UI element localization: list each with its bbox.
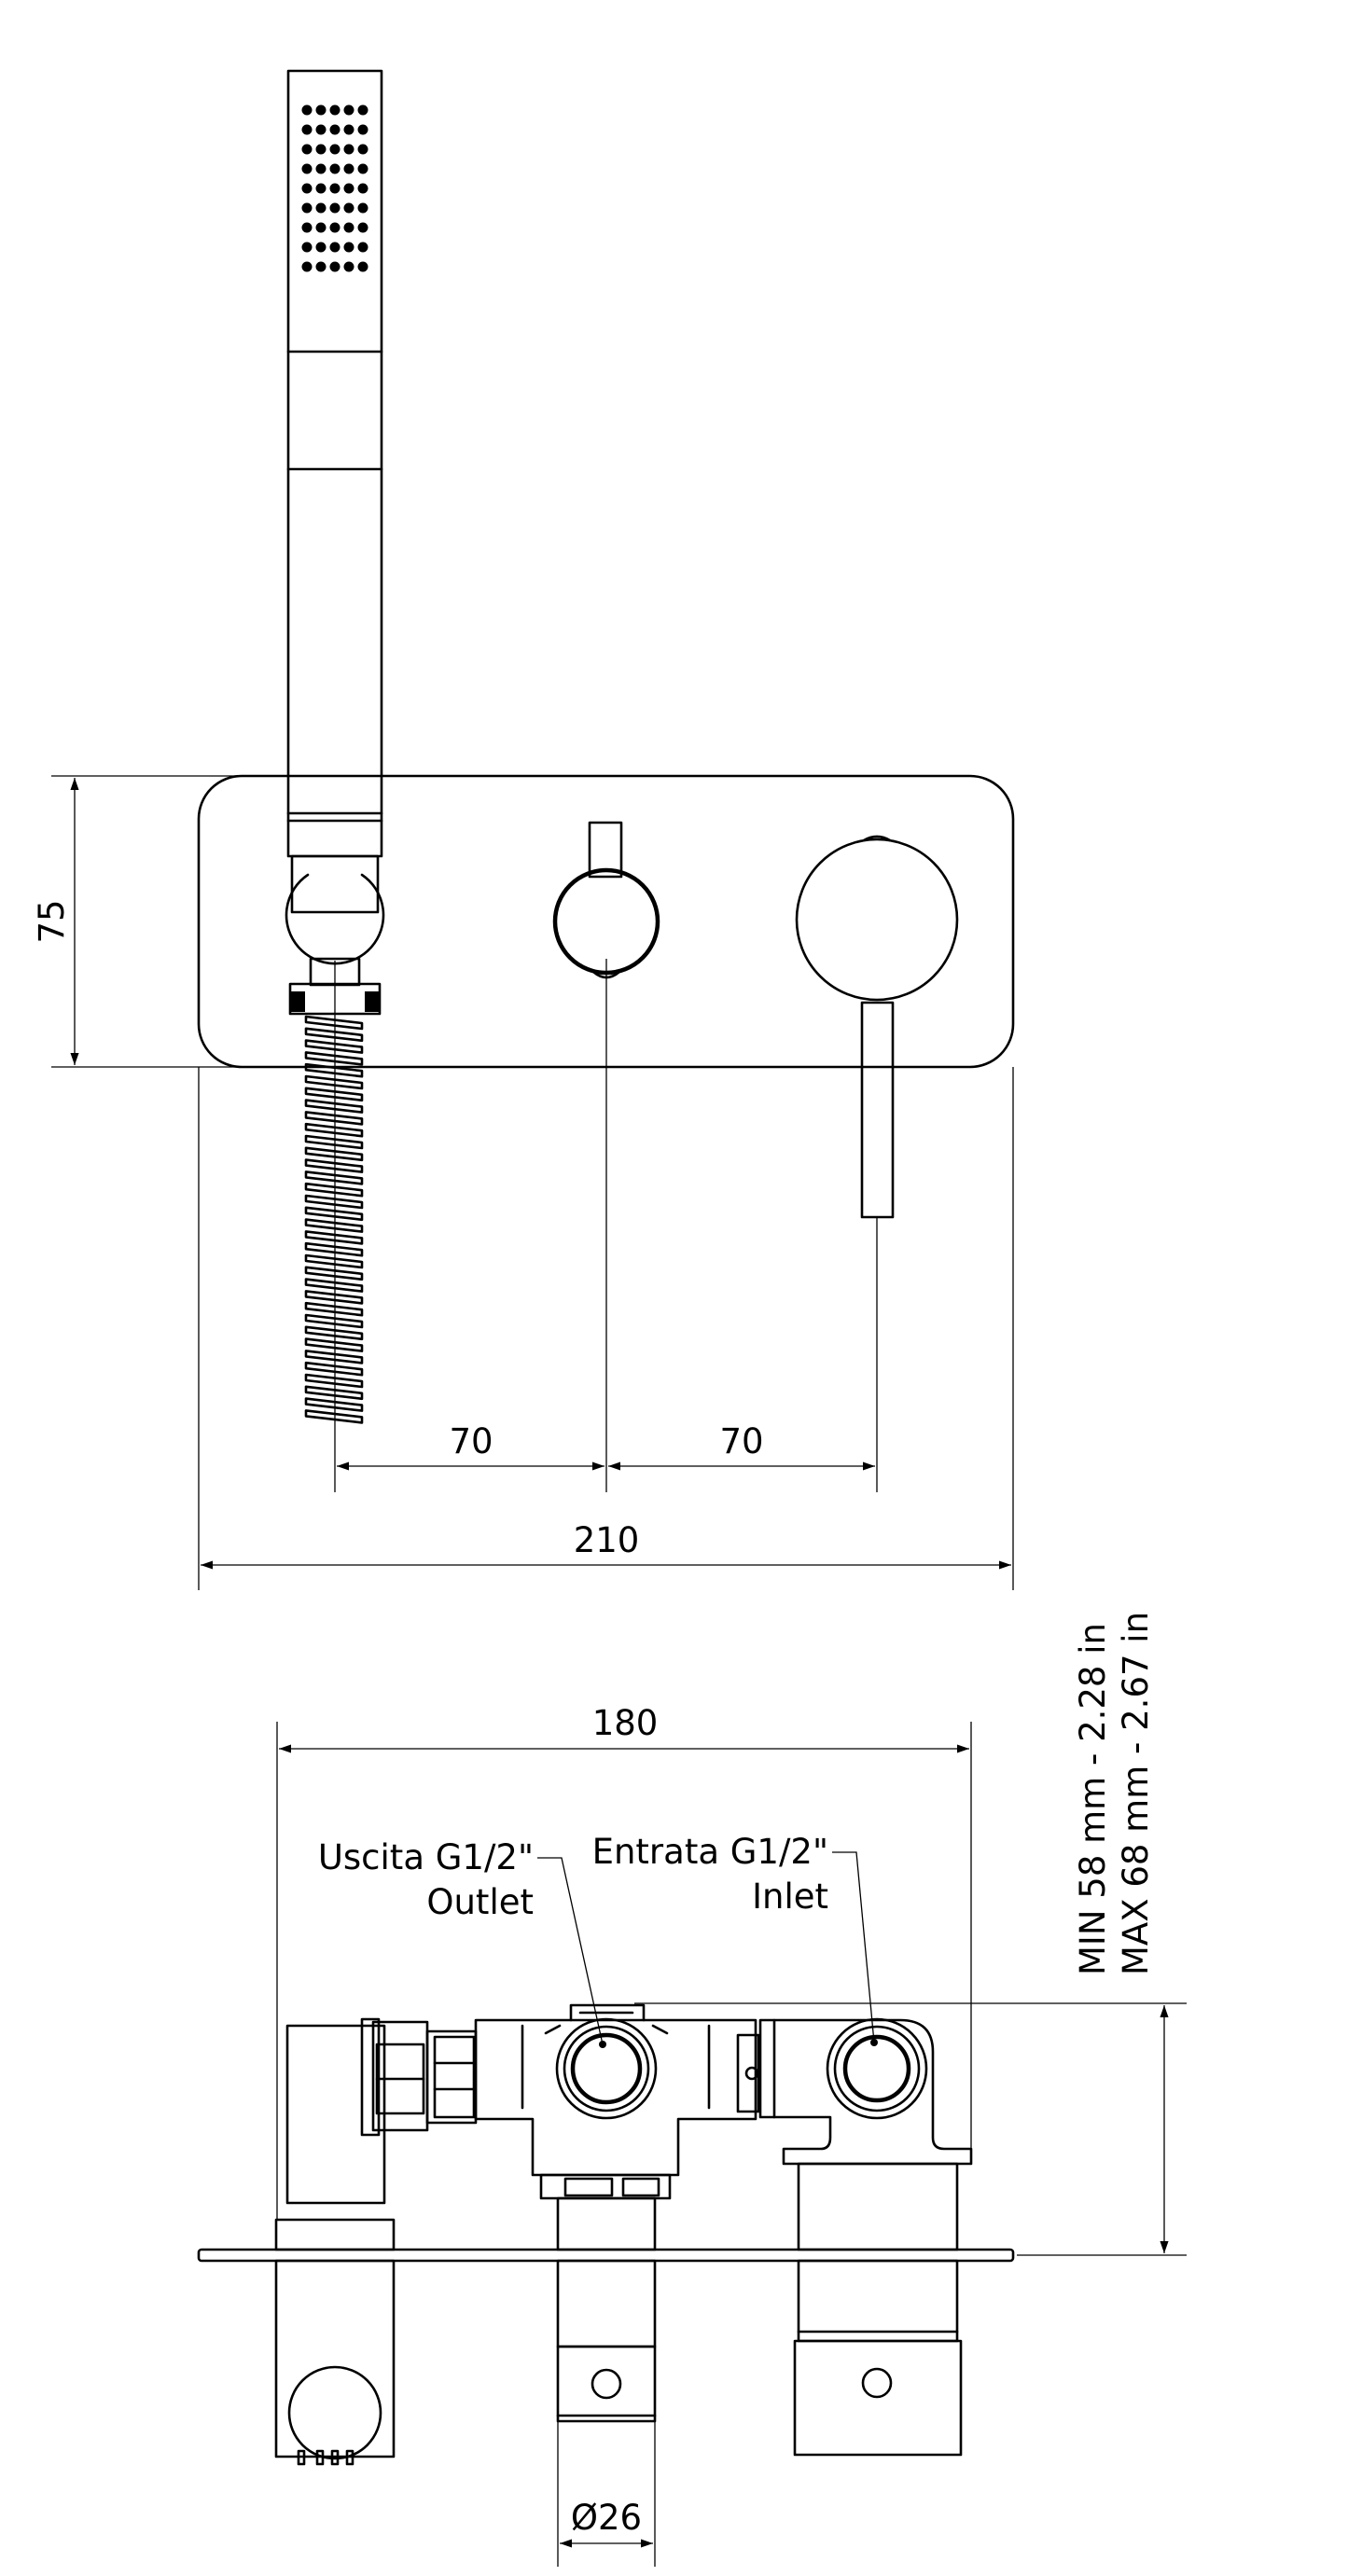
diverter-knob xyxy=(552,821,660,979)
plate-edge xyxy=(197,2248,1015,2263)
hand-shower xyxy=(285,69,385,1016)
dim-diameter: Ø26 xyxy=(571,2498,642,2538)
dim-spacing-left: 70 xyxy=(449,1421,493,1461)
label-outlet-it: Uscita G1/2" xyxy=(318,1837,534,1877)
hose-outlet-module xyxy=(274,2017,478,2466)
body-view: 180 MIN 58 mm - 2.28 in MAX 68 mm - 2.67… xyxy=(197,1612,1187,2567)
dim-front-height: 75 xyxy=(32,899,72,943)
dim-spacing-right: 70 xyxy=(719,1421,763,1461)
front-view: 75 70 70 210 xyxy=(32,69,1015,1590)
spray-nozzles xyxy=(301,104,368,272)
dim-depth-max: MAX 68 mm - 2.67 in xyxy=(1116,1612,1156,1975)
dim-depth-min: MIN 58 mm - 2.28 in xyxy=(1073,1623,1113,1975)
dim-front-width: 210 xyxy=(574,1520,640,1560)
label-inlet-en: Inlet xyxy=(752,1877,828,1917)
mixer-lever xyxy=(795,835,959,1219)
dim-body-width: 180 xyxy=(592,1703,659,1743)
hose xyxy=(304,1015,364,1424)
inlet-module xyxy=(758,2017,973,2457)
label-outlet-en: Outlet xyxy=(426,1882,534,1922)
valve-body xyxy=(474,2003,760,2423)
label-inlet-it: Entrata G1/2" xyxy=(592,1832,828,1872)
